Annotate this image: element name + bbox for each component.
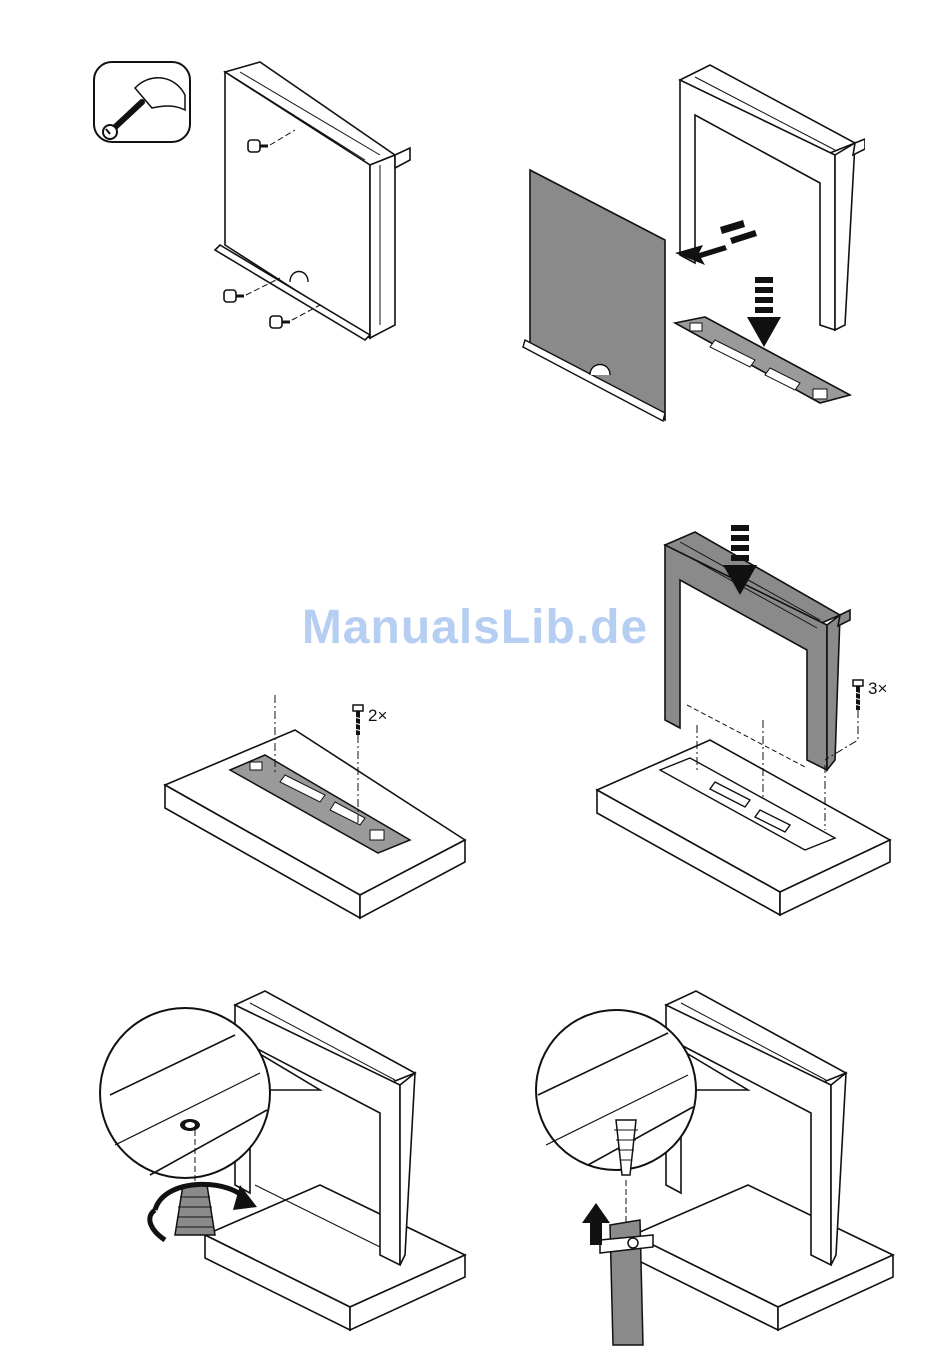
- stand-frame: [215, 62, 410, 340]
- step-3-illustration: 2×: [160, 690, 470, 920]
- drain-hose: [600, 1220, 653, 1345]
- drain-cap: [175, 1185, 215, 1235]
- floor-block: [165, 730, 465, 918]
- step-4-illustration: 3×: [595, 520, 895, 920]
- screw-icon: [270, 316, 290, 328]
- screw-icon: [224, 290, 244, 302]
- step-2-illustration: [515, 55, 865, 435]
- step-3-svg: 2×: [160, 690, 470, 920]
- step-1-svg: [80, 50, 440, 350]
- step-6-svg: [528, 985, 898, 1365]
- floor-block: [597, 740, 890, 915]
- arrow-down-icon: [747, 277, 781, 347]
- wrench-hand-icon: [94, 62, 190, 142]
- step-2-svg: [515, 55, 865, 435]
- screw-count-label: 2×: [368, 706, 387, 725]
- step-1-illustration: [80, 50, 440, 350]
- step-4-svg: 3×: [595, 520, 895, 920]
- floor-block: [633, 1185, 893, 1330]
- step-6-illustration: [528, 985, 898, 1365]
- stand-frame: [665, 532, 850, 770]
- screw-count-label: 3×: [868, 679, 887, 698]
- back-panel: [523, 170, 665, 421]
- screw-icon: [353, 705, 363, 735]
- step-5-illustration: [95, 985, 470, 1365]
- step-5-svg: [95, 985, 470, 1365]
- screw-icon: [853, 680, 863, 710]
